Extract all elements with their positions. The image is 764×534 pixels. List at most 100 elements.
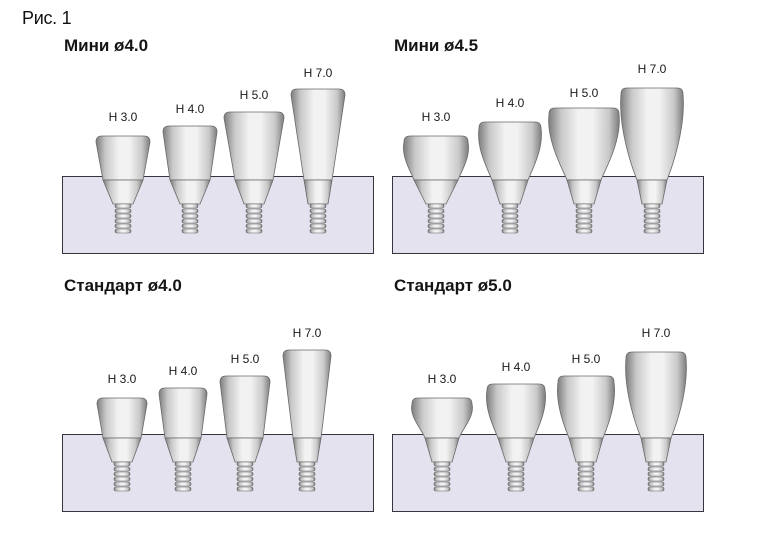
thread-ridge (309, 208, 327, 214)
thread-ridge (114, 228, 132, 234)
height-label: H 4.0 (168, 364, 198, 378)
thread-ridge (113, 461, 131, 467)
thread-ridge (174, 466, 192, 472)
panel-title: Стандарт ø4.0 (64, 276, 182, 295)
thread-ridge (575, 203, 593, 209)
abutment-icon (96, 397, 148, 492)
abutment-neck (491, 179, 529, 205)
abutment-neck (164, 437, 202, 463)
height-label: H 3.0 (421, 110, 451, 124)
thread-ridge (181, 223, 199, 229)
abutment-icon (219, 375, 271, 492)
abutment-icon (625, 351, 687, 492)
thread-ridge (113, 466, 131, 472)
panel-title: Стандарт ø5.0 (394, 276, 512, 295)
abutment-icon (223, 111, 285, 234)
abutment-neck (424, 437, 460, 463)
thread-ridge (174, 486, 192, 492)
thread-ridge (174, 481, 192, 487)
thread-ridge (245, 208, 263, 214)
abutment-head (411, 397, 473, 439)
thread-ridge (245, 223, 263, 229)
thread-ridge (245, 213, 263, 219)
thread-ridge (577, 471, 595, 477)
abutment-icon (162, 125, 218, 234)
abutment-icon (486, 383, 546, 492)
thread-ridge (501, 218, 519, 224)
thread-ridge (501, 213, 519, 219)
height-label: H 3.0 (427, 372, 457, 386)
thread-ridge (433, 481, 451, 487)
thread-ridge (114, 213, 132, 219)
thread-ridge (427, 218, 445, 224)
thread-ridge (114, 218, 132, 224)
thread-ridge (113, 476, 131, 482)
thread-ridge (309, 203, 327, 209)
abutment-neck (640, 437, 672, 463)
thread-ridge (309, 213, 327, 219)
thread-ridge (647, 476, 665, 482)
height-label: H 7.0 (292, 326, 322, 340)
abutment-head (620, 87, 684, 181)
thread-ridge (236, 486, 254, 492)
thread-ridge (507, 481, 525, 487)
thread-ridge (181, 228, 199, 234)
height-label: H 3.0 (108, 110, 138, 124)
thread-ridge (113, 486, 131, 492)
panel-standard-4-0: Стандарт ø4.0 H 3.0 H 4.0 H 5.0 H 7.0 (62, 276, 392, 526)
thread-ridge (647, 481, 665, 487)
height-label: H 7.0 (637, 62, 667, 76)
thread-ridge (245, 203, 263, 209)
thread-ridge (577, 481, 595, 487)
thread-ridge (181, 208, 199, 214)
abutment-icon (478, 121, 542, 234)
thread-ridge (501, 208, 519, 214)
thread-ridge (113, 481, 131, 487)
abutment-icon (95, 135, 151, 234)
height-label: H 3.0 (107, 372, 137, 386)
thread-ridge (113, 471, 131, 477)
thread-ridge (643, 228, 661, 234)
thread-ridge (433, 486, 451, 492)
abutment-icon (282, 349, 332, 492)
thread-ridge (647, 461, 665, 467)
thread-ridge (433, 466, 451, 472)
thread-ridge (427, 213, 445, 219)
abutment-head (557, 375, 615, 439)
height-label: H 5.0 (239, 88, 269, 102)
thread-ridge (577, 466, 595, 472)
abutment-head (282, 349, 332, 439)
thread-ridge (298, 476, 316, 482)
thread-ridge (298, 466, 316, 472)
height-label: H 5.0 (230, 352, 260, 366)
thread-ridge (427, 223, 445, 229)
abutment-neck (169, 179, 211, 205)
abutment-head (403, 135, 469, 181)
abutment-head (219, 375, 271, 439)
abutment-neck (566, 179, 602, 205)
abutment-neck (292, 437, 322, 463)
abutment-icon (411, 397, 473, 492)
abutment-head (223, 111, 285, 181)
thread-ridge (507, 466, 525, 472)
thread-ridge (174, 471, 192, 477)
thread-ridge (507, 486, 525, 492)
thread-ridge (245, 218, 263, 224)
thread-ridge (427, 208, 445, 214)
abutment-neck (303, 179, 333, 205)
abutment-head (158, 387, 208, 439)
height-label: H 4.0 (495, 96, 525, 110)
thread-ridge (114, 223, 132, 229)
thread-ridge (174, 461, 192, 467)
abutment-neck (234, 179, 274, 205)
abutment-head (486, 383, 546, 439)
thread-ridge (647, 486, 665, 492)
panel-title: Мини ø4.5 (394, 36, 479, 55)
figure-label: Рис. 1 (22, 8, 72, 28)
thread-ridge (507, 471, 525, 477)
thread-ridge (643, 208, 661, 214)
thread-ridge (507, 461, 525, 467)
